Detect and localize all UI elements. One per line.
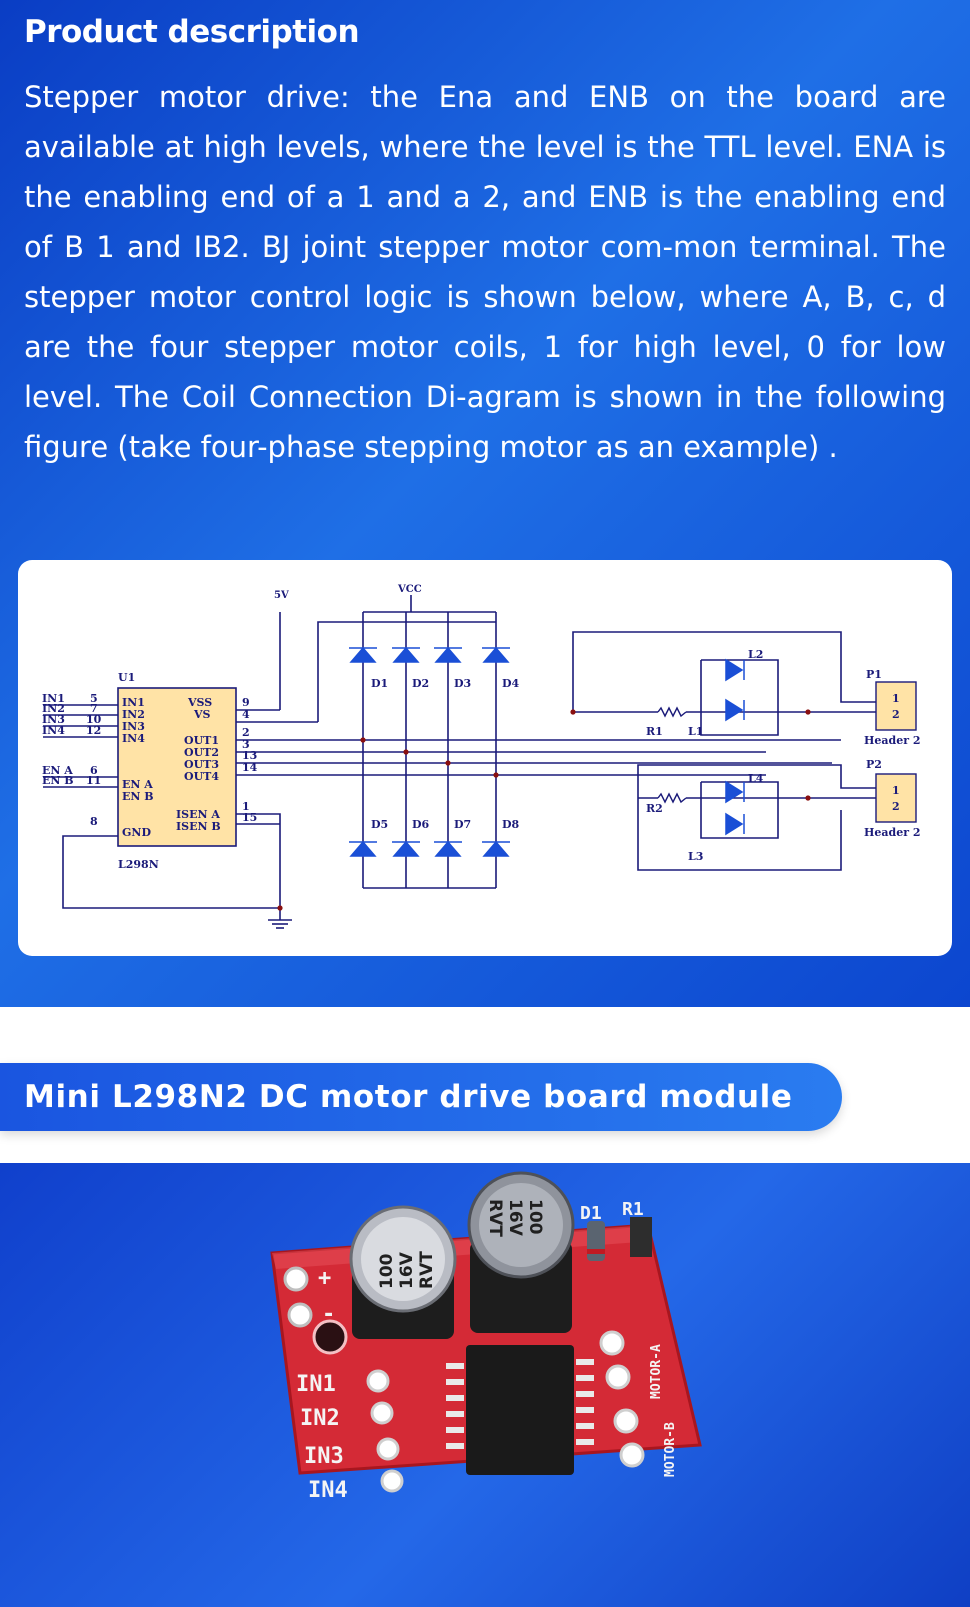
diode-d4-label: D4 — [502, 677, 520, 690]
supply-5v-label: 5V — [274, 590, 289, 601]
diode-d1-label: D1 — [371, 677, 388, 690]
chip-ref-label: U1 — [118, 671, 135, 684]
pin-num-vs: 4 — [242, 708, 250, 721]
pin-label-out2: OUT2 — [184, 746, 219, 759]
board-in4-label: IN4 — [308, 1478, 348, 1503]
pin-label-enb: EN B — [122, 790, 154, 803]
pin-num-out1: 2 — [242, 726, 250, 739]
module-title-banner: Mini L298N2 DC motor drive board module — [0, 1063, 842, 1131]
pin-label-vss: VSS — [187, 696, 212, 709]
pin-label-isena: ISEN A — [176, 808, 220, 821]
board-minus-label: - — [322, 1302, 335, 1327]
cap1-value: 100 — [377, 1253, 397, 1289]
header-p2-box — [875, 773, 917, 823]
section-heading: Product description — [24, 14, 360, 50]
cap1-voltage: 16V — [397, 1251, 417, 1289]
pin-num-in3: 10 — [86, 713, 102, 726]
pin-label-in1: IN1 — [122, 696, 145, 709]
net-in1: IN1 — [42, 692, 65, 705]
board-illustration: + - D1 R1 IN1 IN2 IN3 IN4 MOTOR-A MOTOR-… — [270, 1171, 702, 1503]
cap2-voltage: 16V — [505, 1199, 525, 1237]
chip-part-label: L298N — [118, 858, 159, 871]
pin-label-ena: EN A — [122, 778, 153, 791]
diode-d7-label: D7 — [454, 818, 471, 831]
cap2-brand: RVT — [485, 1199, 505, 1237]
net-in2: IN2 — [42, 702, 65, 715]
pin-num-out4: 14 — [242, 761, 258, 774]
diode-d5-label: D5 — [371, 818, 388, 831]
net-in3: IN3 — [42, 713, 65, 726]
board-plus-label: + — [318, 1266, 331, 1291]
product-description-section: Product description Stepper motor drive:… — [0, 0, 970, 1007]
board-photo-section: + - D1 R1 IN1 IN2 IN3 IN4 MOTOR-A MOTOR-… — [0, 1163, 970, 1607]
pin-label-isenb: ISEN B — [176, 820, 221, 833]
net-enb: EN B — [42, 774, 74, 787]
pin-label-in3: IN3 — [122, 720, 145, 733]
net-in4: IN4 — [42, 724, 65, 737]
header-p2-ref: P2 — [866, 758, 882, 771]
pin-label-out3: OUT3 — [184, 758, 219, 771]
header-p1-box — [875, 681, 917, 731]
pin-label-in4: IN4 — [122, 732, 145, 745]
board-in3-label: IN3 — [304, 1444, 344, 1469]
pin-label-out4: OUT4 — [184, 770, 219, 783]
led-l3-label: L3 — [688, 850, 703, 863]
header-p2-pin1: 1 — [892, 784, 900, 797]
pin-num-ena: 6 — [90, 764, 98, 777]
led-l2-label: L2 — [748, 648, 763, 661]
pin-num-isenb: 15 — [242, 811, 257, 824]
pin-num-in4: 12 — [86, 724, 101, 737]
resistor-r2-label: R2 — [646, 802, 663, 815]
pin-label-gnd: GND — [122, 826, 151, 839]
pin-num-in2: 7 — [90, 702, 98, 715]
header-p1-pin2: 2 — [892, 708, 900, 721]
pin-num-out3: 13 — [242, 749, 257, 762]
board-in1-label: IN1 — [296, 1372, 336, 1397]
description-paragraph: Stepper motor drive: the Ena and ENB on … — [24, 80, 946, 464]
pin-num-vss: 9 — [242, 696, 250, 709]
pin-num-enb: 11 — [86, 774, 101, 787]
led-l4-label: L4 — [748, 772, 764, 785]
pin-num-isena: 1 — [242, 800, 250, 813]
board-d1-label: D1 — [580, 1203, 602, 1224]
diode-d2-label: D2 — [412, 677, 429, 690]
board-in2-label: IN2 — [300, 1406, 340, 1431]
resistor-r1-label: R1 — [646, 725, 663, 738]
module-title: Mini L298N2 DC motor drive board module — [24, 1079, 793, 1115]
header-p1-name: Header 2 — [864, 734, 921, 747]
board-r1-label: R1 — [622, 1199, 644, 1220]
board-motor-a-label: MOTOR-A — [649, 1344, 664, 1399]
diode-d6-label: D6 — [412, 818, 430, 831]
pin-label-in2: IN2 — [122, 708, 145, 721]
header-p2-pin2: 2 — [892, 800, 900, 813]
supply-vcc-label: VCC — [397, 584, 422, 595]
cap1-brand: RVT — [417, 1251, 437, 1289]
pin-num-in1: 5 — [90, 692, 98, 705]
diode-d3-label: D3 — [454, 677, 471, 690]
pin-label-out1: OUT1 — [184, 734, 219, 747]
pin-label-vs: VS — [193, 708, 211, 721]
led-l1-label: L1 — [688, 725, 703, 738]
board-motor-b-label: MOTOR-B — [663, 1422, 678, 1477]
pin-num-out2: 3 — [242, 738, 250, 751]
cap2-value: 100 — [525, 1199, 545, 1235]
l298n-schematic: U1 L298N 5V VCC IN1 IN2 IN3 IN4 EN A EN … — [42, 584, 921, 929]
header-p2-name: Header 2 — [864, 826, 921, 839]
net-ena: EN A — [42, 764, 73, 777]
pin-num-gnd: 8 — [90, 815, 98, 828]
header-p1-ref: P1 — [866, 668, 882, 681]
diode-d8-label: D8 — [502, 818, 520, 831]
schematic-card: U1 L298N 5V VCC IN1 IN2 IN3 IN4 EN A EN … — [18, 560, 952, 956]
header-p1-pin1: 1 — [892, 692, 900, 705]
